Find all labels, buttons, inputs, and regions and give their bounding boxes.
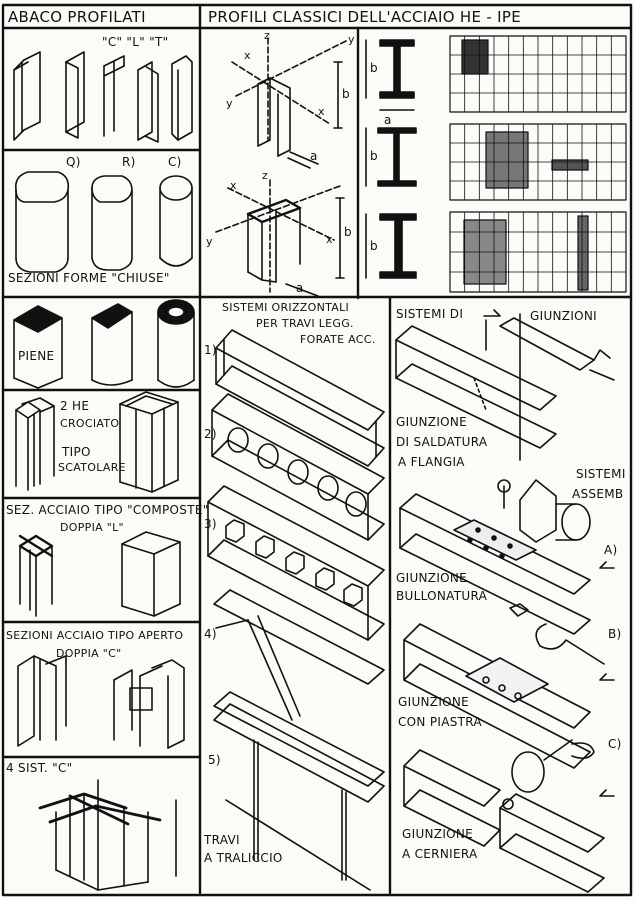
open-sections-label: SEZIONI ACCIAIO TIPO APERTO bbox=[6, 629, 184, 642]
bolt-label-2: BULLONATURA bbox=[396, 589, 488, 603]
marker-c: C) bbox=[608, 737, 622, 751]
weld-label-1: GIUNZIONE bbox=[396, 415, 468, 429]
solid-sections-sketch bbox=[14, 300, 194, 388]
crossed-box-sketch bbox=[16, 392, 178, 492]
header-left-title: ABACO PROFILATI bbox=[8, 8, 146, 26]
weld-label-2: DI SALDATURA bbox=[396, 435, 488, 449]
bolt-junction-sketch bbox=[400, 480, 590, 634]
four-c-sketch bbox=[40, 780, 176, 890]
closed-letter-q: Q) bbox=[66, 155, 81, 169]
i-profiles bbox=[366, 40, 416, 278]
number-5: 5) bbox=[208, 753, 221, 767]
hinge-junction-sketch bbox=[404, 740, 604, 892]
number-1: 1) bbox=[204, 343, 217, 357]
closed-sections-label: SEZIONI FORME "CHIUSE" bbox=[8, 271, 170, 285]
header-right-title: PROFILI CLASSICI DELL'ACCIAIO HE - IPE bbox=[208, 8, 521, 26]
beam-5-hanging bbox=[214, 704, 384, 890]
truss-label-2: A TRALICCIO bbox=[204, 851, 283, 865]
horizontal-title-3: FORATE ACC. bbox=[300, 333, 376, 346]
beam-2-circles bbox=[212, 394, 384, 540]
axis-a-bottom: a bbox=[296, 281, 304, 295]
junctions-title-prefix: SISTEMI DI bbox=[396, 307, 464, 321]
axes-sketch-bottom bbox=[216, 180, 344, 296]
frame-lines bbox=[3, 5, 631, 895]
four-c-label: 4 SIST. "C" bbox=[6, 761, 73, 775]
solid-label: PIENE bbox=[18, 349, 55, 363]
beam-1 bbox=[216, 330, 384, 466]
open-profiles-sketch bbox=[14, 52, 192, 142]
axis-b-bottom: b bbox=[344, 225, 352, 239]
number-4: 4) bbox=[204, 627, 217, 641]
systems-label-1: SISTEMI bbox=[576, 467, 626, 481]
closed-letter-c: C) bbox=[168, 155, 182, 169]
axis-y-top-left: y bbox=[226, 97, 233, 110]
axis-z-bottom: z bbox=[262, 169, 269, 182]
plate-label-1: GIUNZIONE bbox=[398, 695, 470, 709]
hinge-label-1: GIUNZIONE bbox=[402, 827, 474, 841]
crossed-label: CROCIATO bbox=[60, 417, 120, 430]
systems-label-2: ASSEMB bbox=[572, 487, 624, 501]
beam-3-hexagons bbox=[208, 486, 384, 640]
axes-sketch-top bbox=[232, 38, 348, 168]
profile-b-3: b bbox=[370, 239, 378, 253]
double-l-sketch bbox=[20, 532, 180, 616]
plate-junction-sketch bbox=[404, 604, 604, 768]
arrows bbox=[484, 310, 614, 796]
axis-z-top: z bbox=[264, 29, 271, 42]
axis-a-top: a bbox=[310, 149, 318, 163]
horizontal-title-1: SISTEMI ORIZZONTALI bbox=[222, 301, 350, 314]
number-2: 2) bbox=[204, 427, 217, 441]
horizontal-title-2: PER TRAVI LEGG. bbox=[256, 317, 354, 330]
marker-a: A) bbox=[604, 543, 618, 557]
plate-label-2: CON PIASTRA bbox=[398, 715, 482, 729]
axis-x-top-right: x bbox=[318, 105, 325, 118]
truss-label-1: TRAVI bbox=[204, 833, 240, 847]
beam-4-truss bbox=[214, 590, 384, 786]
bolt-label-1: GIUNZIONE bbox=[396, 571, 468, 585]
axis-x-bottom: x bbox=[230, 179, 237, 192]
axis-y-bottom: y bbox=[206, 235, 213, 248]
weld-label-3: A FLANGIA bbox=[398, 455, 465, 469]
junctions-title-suffix: GIUNZIONI bbox=[530, 309, 598, 323]
he-label: 2 HE bbox=[60, 399, 90, 413]
profile-b-1: b bbox=[370, 61, 378, 75]
flange-weld-sketch bbox=[396, 314, 614, 460]
open-profile-letters: "C" "L" "T" bbox=[102, 35, 169, 49]
box-label: SCATOLARE bbox=[58, 461, 126, 474]
double-c-label: DOPPIA "C" bbox=[56, 647, 122, 660]
axis-y-top: y bbox=[348, 33, 355, 46]
axis-x-top: x bbox=[244, 49, 251, 62]
profile-a-1: a bbox=[384, 113, 392, 127]
axis-x-bottom-right: x bbox=[326, 233, 333, 246]
hinge-label-2: A CERNIERA bbox=[402, 847, 478, 861]
type-label: TIPO bbox=[62, 445, 91, 459]
closed-sections-sketch bbox=[16, 172, 192, 272]
double-c-sketch bbox=[18, 656, 184, 748]
axis-b-top: b bbox=[342, 87, 350, 101]
closed-letter-r: R) bbox=[122, 155, 136, 169]
number-3: 3) bbox=[204, 517, 217, 531]
double-l-label: DOPPIA "L" bbox=[60, 521, 124, 534]
marker-b: B) bbox=[608, 627, 622, 641]
profile-b-2: b bbox=[370, 149, 378, 163]
composite-label: SEZ. ACCIAIO TIPO "COMPOSTE" bbox=[6, 503, 209, 517]
